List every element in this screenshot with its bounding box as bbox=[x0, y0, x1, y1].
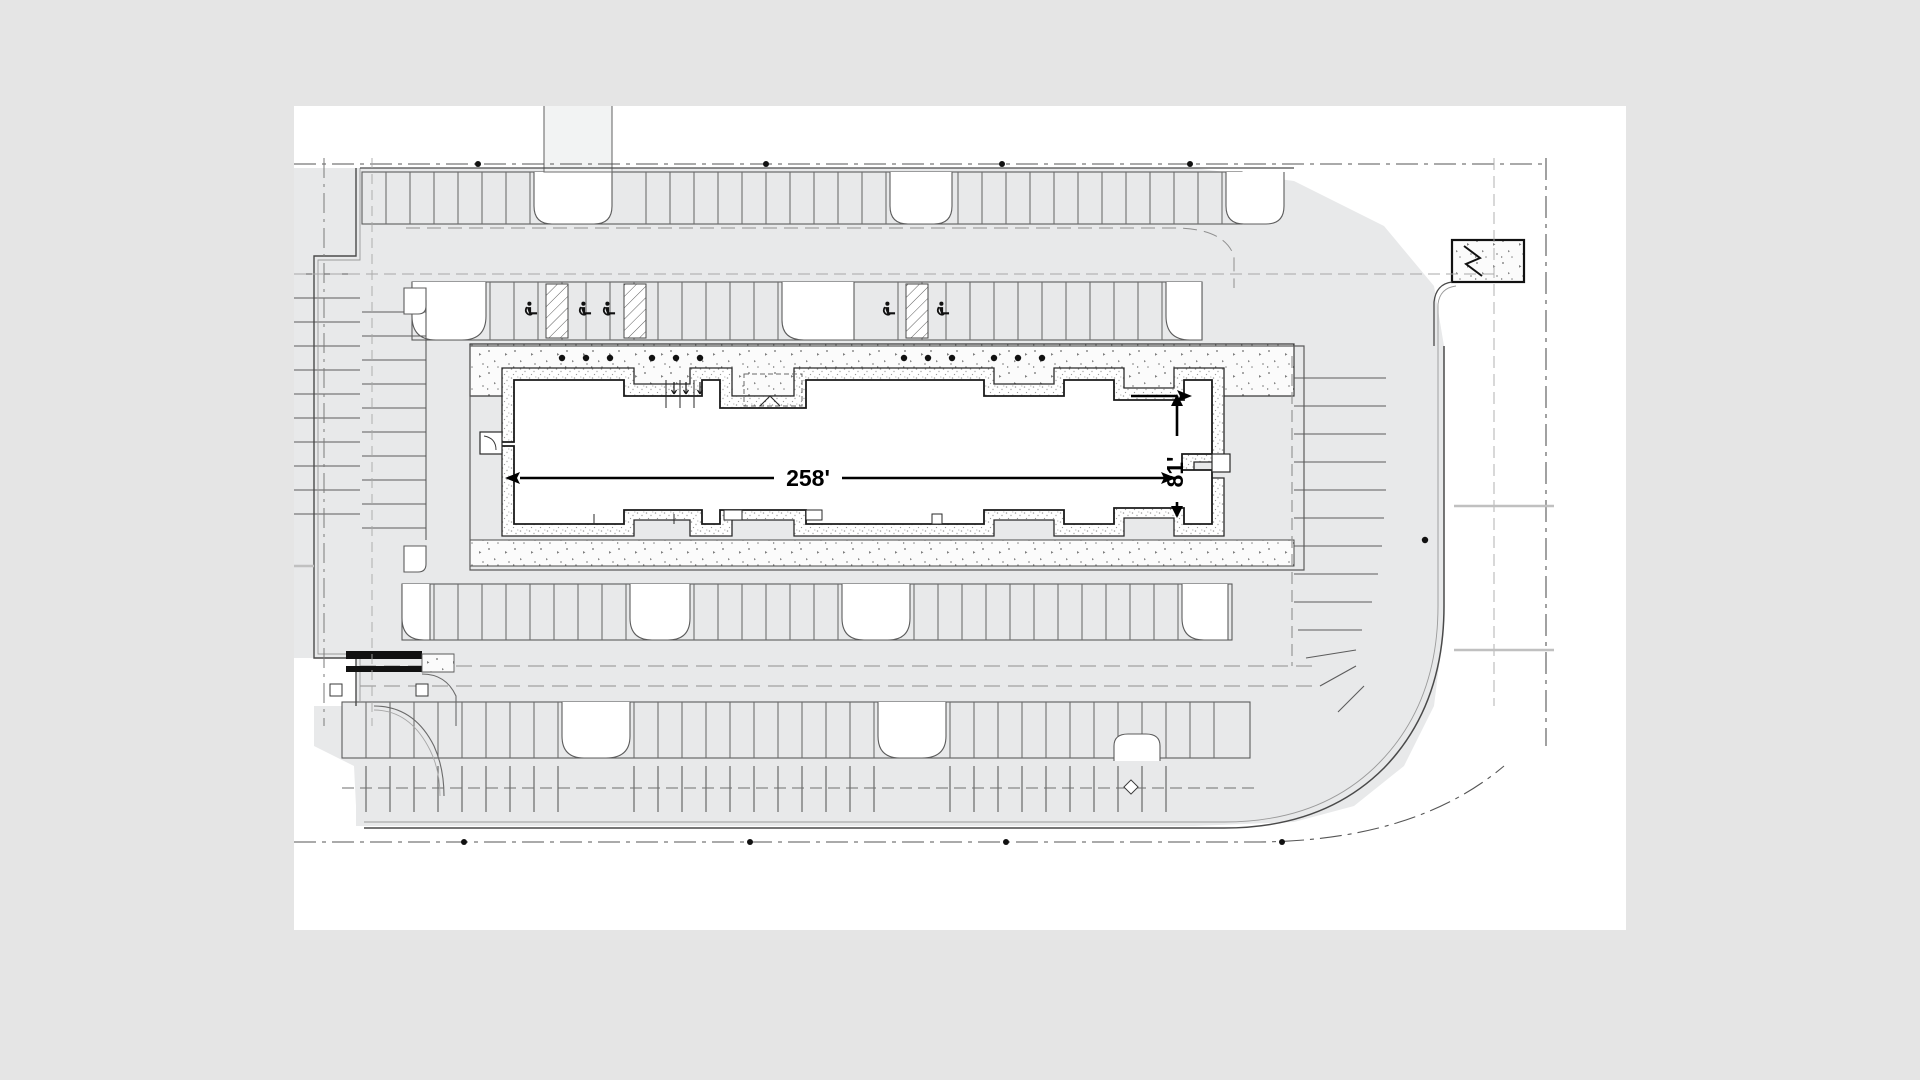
landscape-island bbox=[781, 282, 855, 341]
landscape-island bbox=[629, 584, 691, 641]
property-line bbox=[294, 158, 1547, 843]
utility-boxes bbox=[329, 683, 1139, 795]
landscape-island bbox=[533, 172, 1285, 225]
west-inner-parking-row[interactable] bbox=[362, 287, 427, 573]
accessible-stalls-north[interactable] bbox=[524, 283, 647, 339]
canopy-outline bbox=[743, 373, 803, 407]
rear-service-doors bbox=[593, 509, 943, 525]
depth-dimension: 81' bbox=[1131, 390, 1192, 518]
entry-door-swing bbox=[759, 395, 781, 407]
bollard bbox=[558, 354, 1046, 362]
landscape-island bbox=[1113, 733, 1161, 761]
break-line-symbol bbox=[1463, 245, 1483, 277]
length-dimension: 258' bbox=[505, 465, 1176, 491]
accessible-stalls-north-east[interactable] bbox=[882, 283, 950, 339]
landscape-island bbox=[1181, 584, 1229, 641]
parking-stall-stripes bbox=[385, 172, 1223, 224]
drawing-sheet: 258' 81' bbox=[294, 106, 1626, 930]
storefront-mullions bbox=[665, 380, 704, 408]
north-drive-aisle bbox=[406, 227, 1235, 288]
setback-line bbox=[294, 158, 1554, 726]
north-parking-row[interactable] bbox=[361, 106, 1285, 225]
west-driveway-entrance[interactable] bbox=[346, 651, 457, 726]
north-inner-parking-row[interactable] bbox=[411, 281, 1203, 341]
survey-points bbox=[461, 161, 1429, 845]
landscape-island bbox=[411, 282, 487, 341]
landscape-island bbox=[1165, 282, 1203, 341]
south-sidewalk bbox=[469, 539, 1295, 567]
northeast-driveway-entrance[interactable] bbox=[1433, 238, 1526, 346]
east-radial-parking-row[interactable] bbox=[1291, 356, 1386, 713]
depth-dimension-label: 81' bbox=[1162, 456, 1188, 487]
building-apron bbox=[469, 345, 1305, 571]
building-interior bbox=[495, 379, 1213, 525]
south-parking-row[interactable] bbox=[341, 701, 1251, 759]
wheelchair-icon bbox=[882, 301, 950, 316]
landscape-island bbox=[877, 702, 947, 759]
landscape-island bbox=[841, 584, 911, 641]
wheelchair-icon bbox=[524, 301, 616, 316]
south-outer-parking-row[interactable] bbox=[342, 733, 1254, 812]
east-service-door bbox=[1211, 453, 1231, 473]
retail-building-footprint[interactable] bbox=[479, 367, 1231, 537]
south-drive-aisle bbox=[360, 665, 1314, 687]
landscape-island bbox=[561, 702, 631, 759]
landscape-island bbox=[401, 584, 431, 641]
site-plan-drawing: 258' 81' bbox=[294, 106, 1554, 845]
west-service-door bbox=[479, 431, 503, 455]
south-inner-parking-row[interactable] bbox=[401, 583, 1233, 641]
length-dimension-label: 258' bbox=[786, 465, 830, 491]
